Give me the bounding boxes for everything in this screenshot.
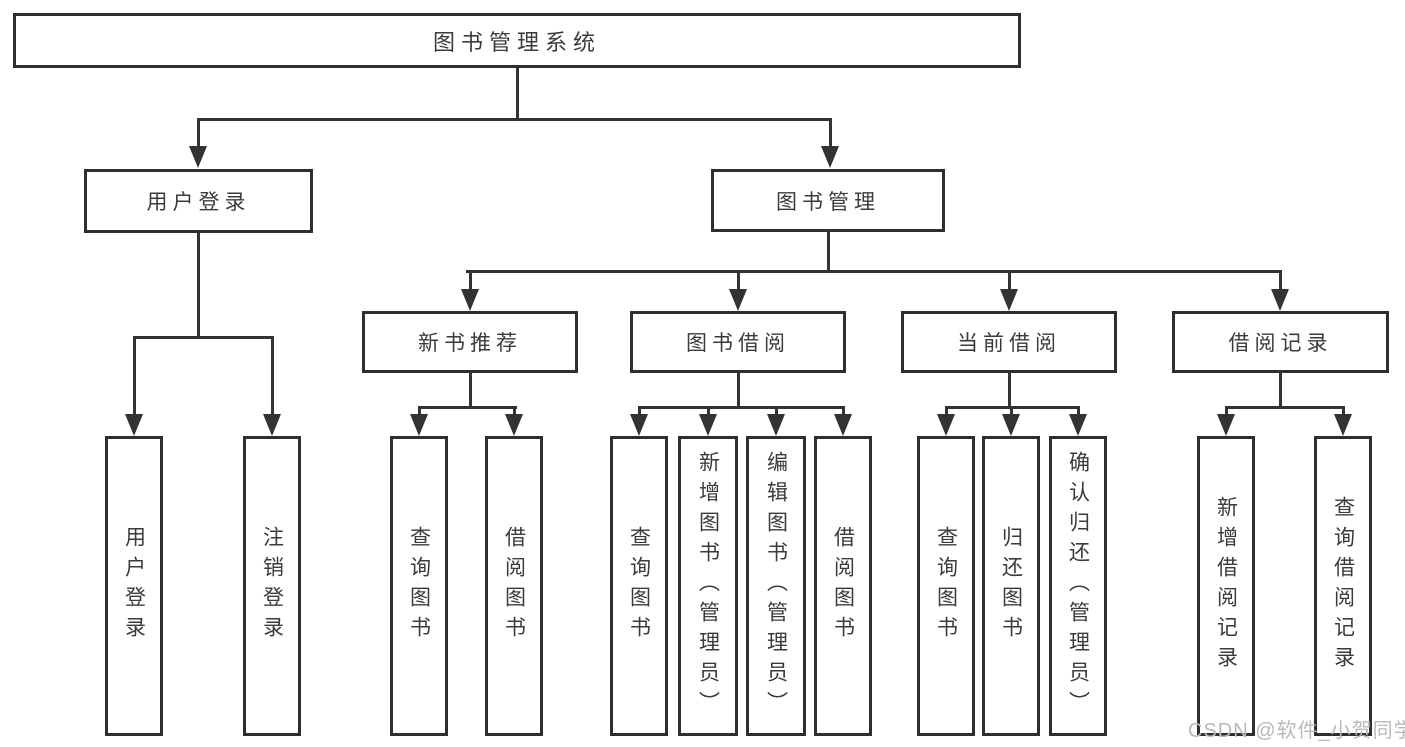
- connector-segment: [1008, 272, 1011, 289]
- arrowhead: [937, 414, 955, 436]
- connector-segment: [516, 68, 519, 120]
- leaf-logout: 注销登录: [243, 436, 301, 736]
- leaf-add-books-admin-label: 新增图书（管理员）: [696, 451, 720, 721]
- arrowhead: [410, 414, 428, 436]
- connector-segment: [775, 406, 778, 416]
- node-current-borrowing: 当前借阅: [901, 311, 1117, 373]
- node-book-borrowing-label: 图书借阅: [686, 332, 790, 355]
- connector-segment: [1225, 406, 1345, 409]
- connector-segment: [1342, 406, 1345, 416]
- connector-segment: [197, 118, 832, 121]
- connector-segment: [1008, 371, 1011, 408]
- connector-segment: [737, 371, 740, 408]
- arrowhead: [1002, 414, 1020, 436]
- node-borrowing-records-label: 借阅记录: [1228, 332, 1333, 355]
- connector-segment: [638, 406, 641, 416]
- arrowhead: [1000, 289, 1018, 311]
- leaf-query-books-current-label: 查询图书: [934, 526, 958, 646]
- leaf-return-books: 归还图书: [982, 436, 1040, 736]
- connector-segment: [707, 406, 710, 416]
- connector-segment: [133, 336, 274, 339]
- connector-segment: [513, 406, 516, 416]
- arrowhead: [834, 414, 852, 436]
- node-root-label: 图书管理系统: [432, 29, 601, 55]
- connector-segment: [945, 406, 948, 416]
- node-new-book-recommend-label: 新书推荐: [418, 332, 522, 355]
- leaf-return-books-label: 归还图书: [999, 526, 1023, 646]
- node-book-management: 图书管理: [711, 169, 945, 232]
- arrowhead: [125, 414, 143, 436]
- node-user-login: 用户登录: [84, 169, 313, 233]
- leaf-add-borrow-record: 新增借阅记录: [1197, 436, 1255, 736]
- connector-segment: [827, 230, 830, 272]
- connector-segment: [1010, 406, 1013, 416]
- connector-segment: [466, 270, 1282, 273]
- node-borrowing-records: 借阅记录: [1172, 311, 1389, 373]
- connector-segment: [1279, 371, 1282, 408]
- leaf-borrow-books-recommend-label: 借阅图书: [502, 526, 526, 646]
- connector-segment: [271, 338, 274, 414]
- arrowhead: [1217, 414, 1235, 436]
- connector-segment: [469, 371, 472, 408]
- connector-segment: [638, 406, 845, 409]
- leaf-query-books-borrowing: 查询图书: [610, 436, 668, 736]
- leaf-query-books-borrowing-label: 查询图书: [627, 526, 651, 646]
- connector-segment: [1077, 406, 1080, 416]
- connector-segment: [133, 338, 136, 414]
- csdn-watermark: CSDN @软件_小贺同学: [1188, 720, 1405, 742]
- leaf-query-borrow-record-label: 查询借阅记录: [1331, 496, 1355, 676]
- connector-segment: [418, 406, 421, 416]
- node-book-borrowing: 图书借阅: [630, 311, 846, 373]
- leaf-add-borrow-record-label: 新增借阅记录: [1214, 496, 1238, 676]
- connector-segment: [737, 272, 740, 289]
- node-user-login-label: 用户登录: [146, 191, 251, 214]
- leaf-confirm-return-admin-label: 确认归还（管理员）: [1066, 451, 1090, 721]
- connector-segment: [197, 231, 200, 338]
- leaf-query-books-recommend: 查询图书: [390, 436, 448, 736]
- leaf-query-books-recommend-label: 查询图书: [407, 526, 431, 646]
- leaf-logout-label: 注销登录: [260, 526, 284, 646]
- arrowhead: [1334, 414, 1352, 436]
- arrowhead: [729, 289, 747, 311]
- connector-segment: [418, 406, 517, 409]
- connector-segment: [829, 120, 832, 146]
- arrowhead: [505, 414, 523, 436]
- leaf-query-borrow-record: 查询借阅记录: [1314, 436, 1372, 736]
- leaf-user-login-label: 用户登录: [122, 526, 146, 646]
- arrowhead: [821, 146, 839, 168]
- node-book-management-label: 图书管理: [776, 190, 880, 214]
- arrowhead: [767, 414, 785, 436]
- arrowhead: [699, 414, 717, 436]
- connector-segment: [197, 120, 200, 146]
- arrowhead: [263, 414, 281, 436]
- leaf-user-login: 用户登录: [105, 436, 163, 736]
- leaf-borrow-books-borrowing: 借阅图书: [814, 436, 872, 736]
- node-current-borrowing-label: 当前借阅: [957, 332, 1061, 355]
- arrowhead: [1069, 414, 1087, 436]
- leaf-edit-books-admin: 编辑图书（管理员）: [746, 436, 806, 736]
- connector-segment: [842, 406, 845, 416]
- arrowhead: [630, 414, 648, 436]
- node-new-book-recommend: 新书推荐: [362, 311, 578, 373]
- connector-segment: [1279, 272, 1282, 289]
- leaf-query-books-current: 查询图书: [917, 436, 975, 736]
- arrowhead: [1271, 289, 1289, 311]
- leaf-confirm-return-admin: 确认归还（管理员）: [1049, 436, 1107, 736]
- arrowhead: [189, 146, 207, 168]
- leaf-add-books-admin: 新增图书（管理员）: [678, 436, 738, 736]
- connector-segment: [469, 272, 472, 289]
- leaf-borrow-books-borrowing-label: 借阅图书: [831, 526, 855, 646]
- node-root: 图书管理系统: [13, 13, 1021, 68]
- arrowhead: [461, 289, 479, 311]
- connector-segment: [1225, 406, 1228, 416]
- leaf-borrow-books-recommend: 借阅图书: [485, 436, 543, 736]
- leaf-edit-books-admin-label: 编辑图书（管理员）: [764, 451, 788, 721]
